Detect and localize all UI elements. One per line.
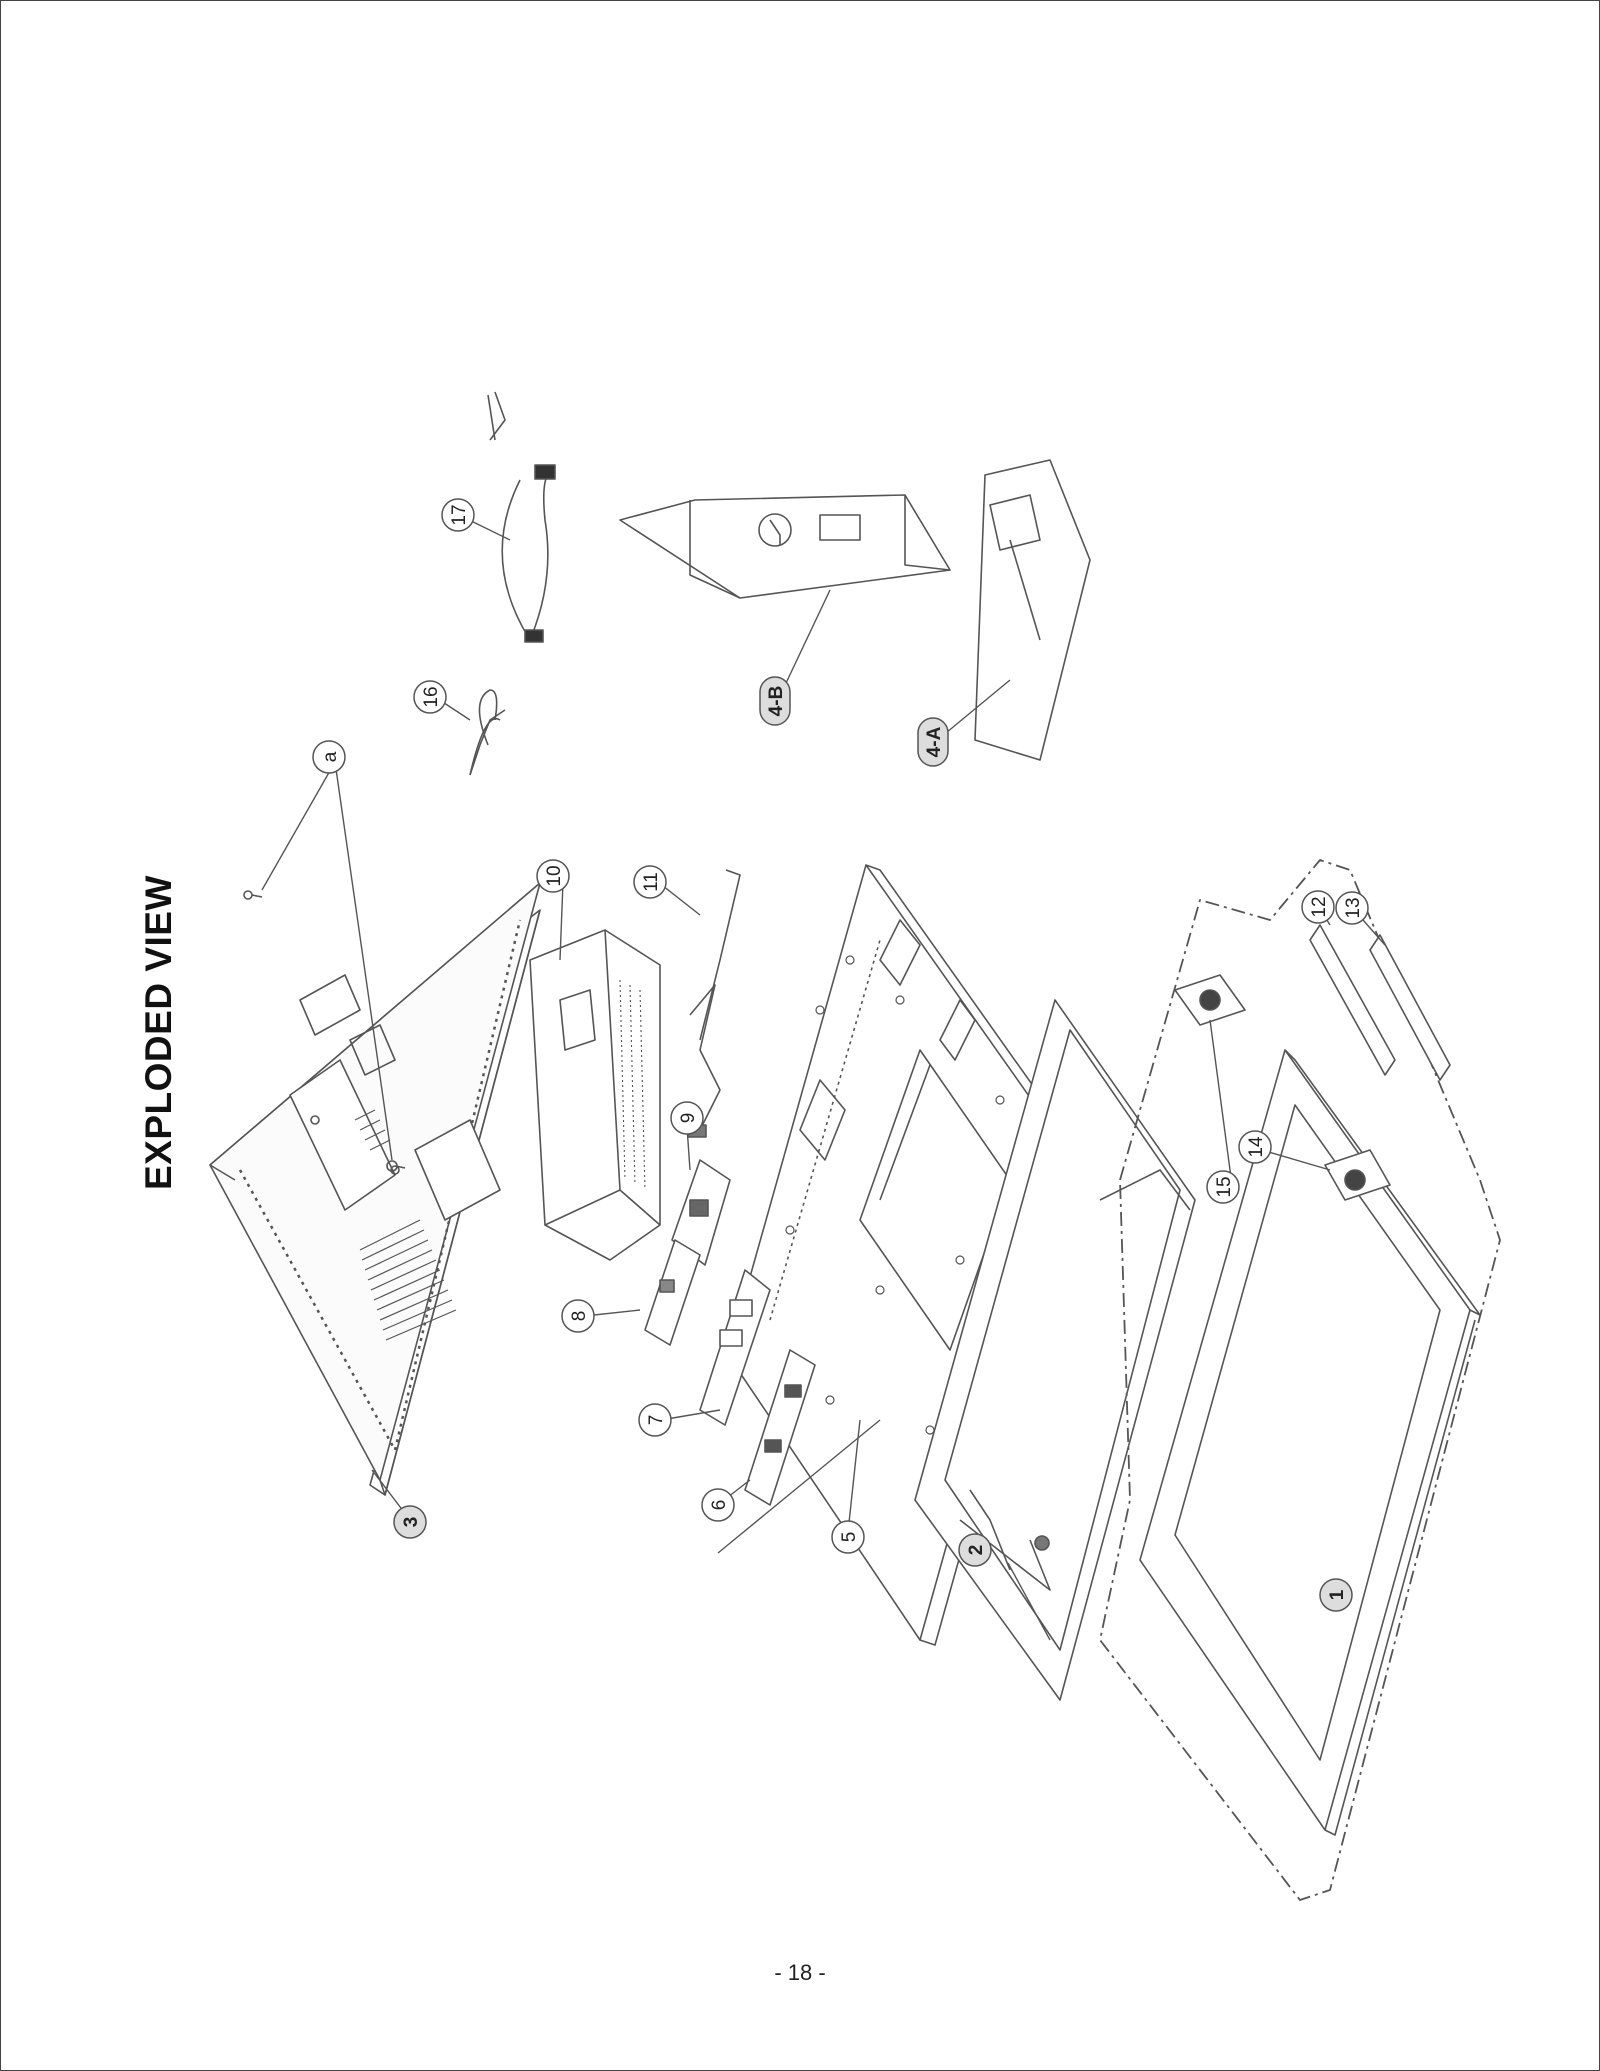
callout-10: 10 <box>536 859 570 893</box>
power-cord-part <box>501 464 556 643</box>
bracket-7-part <box>699 1269 771 1426</box>
svg-text:14: 14 <box>1246 1136 1267 1158</box>
back-cover-part <box>209 882 541 1496</box>
svg-text:6: 6 <box>709 1500 730 1511</box>
cable-11-part <box>687 869 741 1138</box>
screw-a-part <box>243 890 406 1172</box>
callout-13: 13 <box>1335 891 1369 925</box>
power-board-part <box>529 929 661 1261</box>
callout-8: 8 <box>561 1299 595 1333</box>
callout-17: 17 <box>441 498 475 532</box>
page-number: - 18 - <box>774 1960 826 1985</box>
svg-text:13: 13 <box>1343 897 1364 918</box>
callout-1: 1 <box>1319 1578 1353 1612</box>
svg-text:17: 17 <box>449 504 470 525</box>
front-bezel-part <box>1099 859 1501 1901</box>
svg-text:5: 5 <box>839 1532 860 1543</box>
callout-4-b: 4-B <box>759 676 791 726</box>
page-title: EXPLODED VIEW <box>138 875 179 1190</box>
callout-5: 5 <box>831 1520 865 1554</box>
callout-circles: 3 5 2 1 6 7 8 <box>312 498 1369 1612</box>
callout-7: 7 <box>638 1403 672 1437</box>
callout-2: 2 <box>958 1533 992 1567</box>
stand-base-part <box>974 459 1091 761</box>
svg-text:16: 16 <box>421 686 442 707</box>
callout-4-a: 4-A <box>917 717 949 767</box>
stand-neck-part <box>619 494 951 599</box>
svg-text:a: a <box>320 751 341 762</box>
svg-text:1: 1 <box>1327 1589 1348 1600</box>
svg-text:4-A: 4-A <box>924 726 945 757</box>
svg-text:15: 15 <box>1214 1176 1235 1197</box>
callout-14: 14 <box>1238 1130 1272 1164</box>
lcd-panel-part <box>914 999 1196 1701</box>
callout-9: 9 <box>670 1101 704 1135</box>
callout-15: 15 <box>1206 1170 1240 1204</box>
audio-cable-part <box>469 391 506 776</box>
callout-6: 6 <box>701 1488 735 1522</box>
board-6-part <box>744 1349 816 1506</box>
svg-text:2: 2 <box>966 1545 987 1556</box>
callout-a: a <box>312 740 346 774</box>
svg-text:7: 7 <box>646 1415 667 1426</box>
svg-text:4-B: 4-B <box>766 686 787 717</box>
callout-12: 12 <box>1301 890 1335 924</box>
callout-11: 11 <box>633 865 667 899</box>
svg-text:3: 3 <box>401 1517 422 1528</box>
callout-16: 16 <box>413 680 447 714</box>
callout-3: 3 <box>393 1505 427 1539</box>
svg-text:11: 11 <box>641 872 662 892</box>
svg-text:10: 10 <box>544 865 565 886</box>
board-8-part <box>644 1239 701 1346</box>
svg-text:8: 8 <box>569 1311 590 1322</box>
svg-text:9: 9 <box>678 1113 699 1124</box>
svg-text:12: 12 <box>1309 896 1330 917</box>
